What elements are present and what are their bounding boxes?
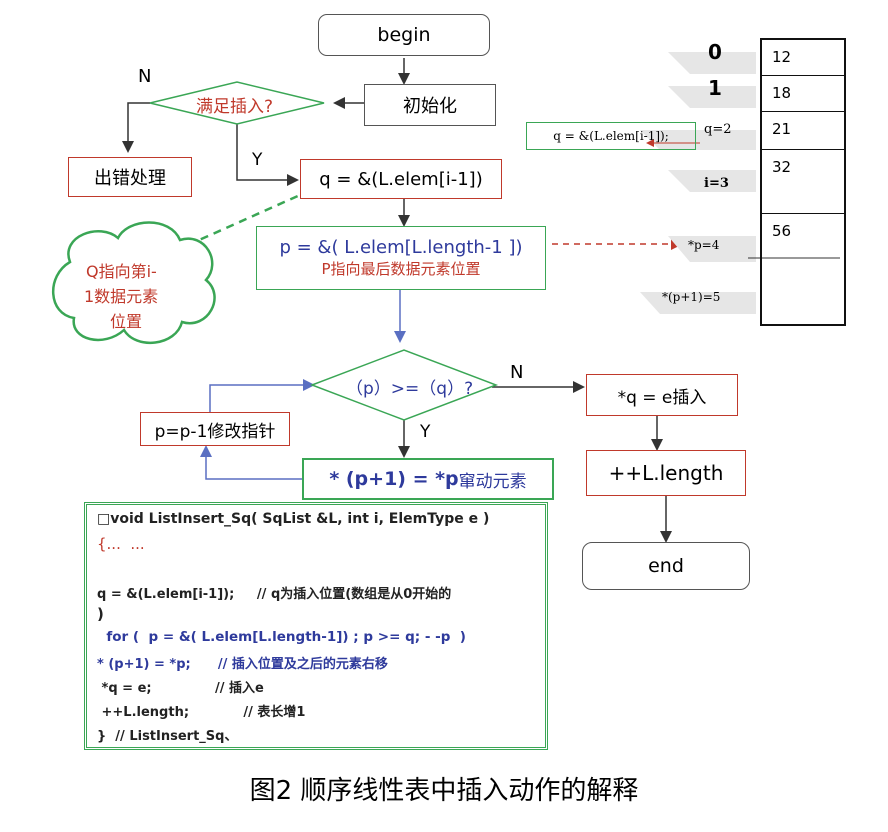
- code-box: □void ListInsert_Sq( SqList &L, int i, E…: [84, 502, 548, 750]
- insert-node: *q = e插入: [586, 374, 738, 416]
- array-cell: 32: [762, 150, 844, 214]
- init-node: 初始化: [364, 84, 496, 126]
- p-assign-label: p = &( L.elem[L.length-1 ]): [279, 237, 523, 258]
- array-cell: 18: [762, 76, 844, 112]
- p-assign-note: P指向最后数据元素位置: [321, 260, 481, 278]
- begin-label: begin: [377, 24, 431, 46]
- code-line: for ( p = &( L.elem[L.length-1]) ; p >= …: [97, 629, 466, 645]
- q2-label: q=2: [704, 122, 732, 137]
- flag-p1-5: [640, 292, 756, 314]
- cloud-line-3: 位置: [110, 312, 143, 331]
- inc-length-label: ++L.length: [608, 461, 724, 485]
- edge-move-pdec: [200, 445, 302, 480]
- p4-label: *p=4: [688, 238, 720, 252]
- inc-length-node: ++L.length: [586, 450, 746, 496]
- array-index-0: 0: [708, 40, 722, 64]
- code-line: □void ListInsert_Sq( SqList &L, int i, E…: [97, 511, 490, 527]
- cloud-shape: [52, 221, 216, 344]
- cloud-line-2: 1数据元素: [84, 287, 159, 306]
- code-line: } // ListInsert_Sq、: [97, 729, 238, 744]
- begin-node: begin: [318, 14, 490, 56]
- insert-label: *q = e插入: [617, 387, 707, 408]
- q-note-box: q = &(L.elem[i-1]);: [526, 122, 696, 150]
- code-line: {... ...: [97, 535, 145, 553]
- code-line: q = &(L.elem[i-1]); // q为插入位置(数组是从0开始的: [97, 587, 452, 602]
- error-label: 出错处理: [94, 168, 166, 189]
- p-assign-node: p = &( L.elem[L.length-1 ]) P指向最后数据元素位置: [256, 226, 546, 290]
- flag-i3: [668, 170, 756, 192]
- code-line: ++L.length; // 表长增1: [97, 705, 306, 720]
- cond1-n-label: N: [138, 66, 152, 87]
- edge-cond1-error: [122, 102, 150, 153]
- code-line: *q = e; // 插入e: [97, 681, 264, 696]
- flag-1: [668, 86, 756, 108]
- q-note-label: q = &(L.elem[i-1]);: [553, 129, 669, 143]
- q-assign-label: q = &(L.elem[i-1]): [319, 168, 483, 190]
- code-line: * (p+1) = *p; // 插入位置及之后的元素右移: [97, 657, 388, 672]
- move-note: 窜动元素: [458, 471, 527, 492]
- array-cell: 56: [772, 222, 792, 240]
- flag-0: [668, 52, 756, 74]
- cloud-pointer: [187, 193, 301, 247]
- edge-cond1-q: [236, 124, 299, 186]
- cond2-diamond: [309, 349, 499, 421]
- edge-pdec-cond2: [209, 379, 315, 412]
- cond2-label: （p）>=（q）?: [346, 379, 474, 399]
- cloud-line-1: Q指向第i-: [86, 262, 157, 281]
- init-label: 初始化: [403, 96, 457, 117]
- q-assign-node: q = &(L.elem[i-1]): [300, 159, 502, 199]
- cond1-y-label: Y: [252, 150, 263, 170]
- error-node: 出错处理: [68, 157, 192, 197]
- i3-label: i=3: [704, 176, 729, 191]
- p1-5-label: *(p+1)=5: [662, 290, 721, 304]
- end-label: end: [648, 555, 684, 577]
- move-node: * (p+1) = *p 窜动元素: [302, 458, 554, 500]
- array-index-1: 1: [708, 76, 722, 100]
- cond1-label: 满足插入?: [196, 97, 274, 117]
- move-label: * (p+1) = *p: [329, 468, 459, 490]
- code-line: ): [97, 605, 104, 623]
- figure-caption: 图2 顺序线性表中插入动作的解释: [249, 776, 639, 806]
- cond2-y-label: Y: [420, 422, 431, 442]
- end-node: end: [582, 542, 750, 590]
- array-cell: 21: [762, 112, 844, 150]
- flag-q2: [640, 130, 756, 150]
- p-dec-node: p=p-1修改指针: [140, 412, 290, 446]
- p-dec-label: p=p-1修改指针: [154, 421, 276, 442]
- cond2-n-label: N: [510, 362, 524, 383]
- array-cell: 12: [762, 40, 844, 76]
- cond1-diamond: [149, 81, 325, 125]
- flag-p4: [668, 236, 756, 262]
- array-table: 12 18 21 32 56: [760, 38, 846, 326]
